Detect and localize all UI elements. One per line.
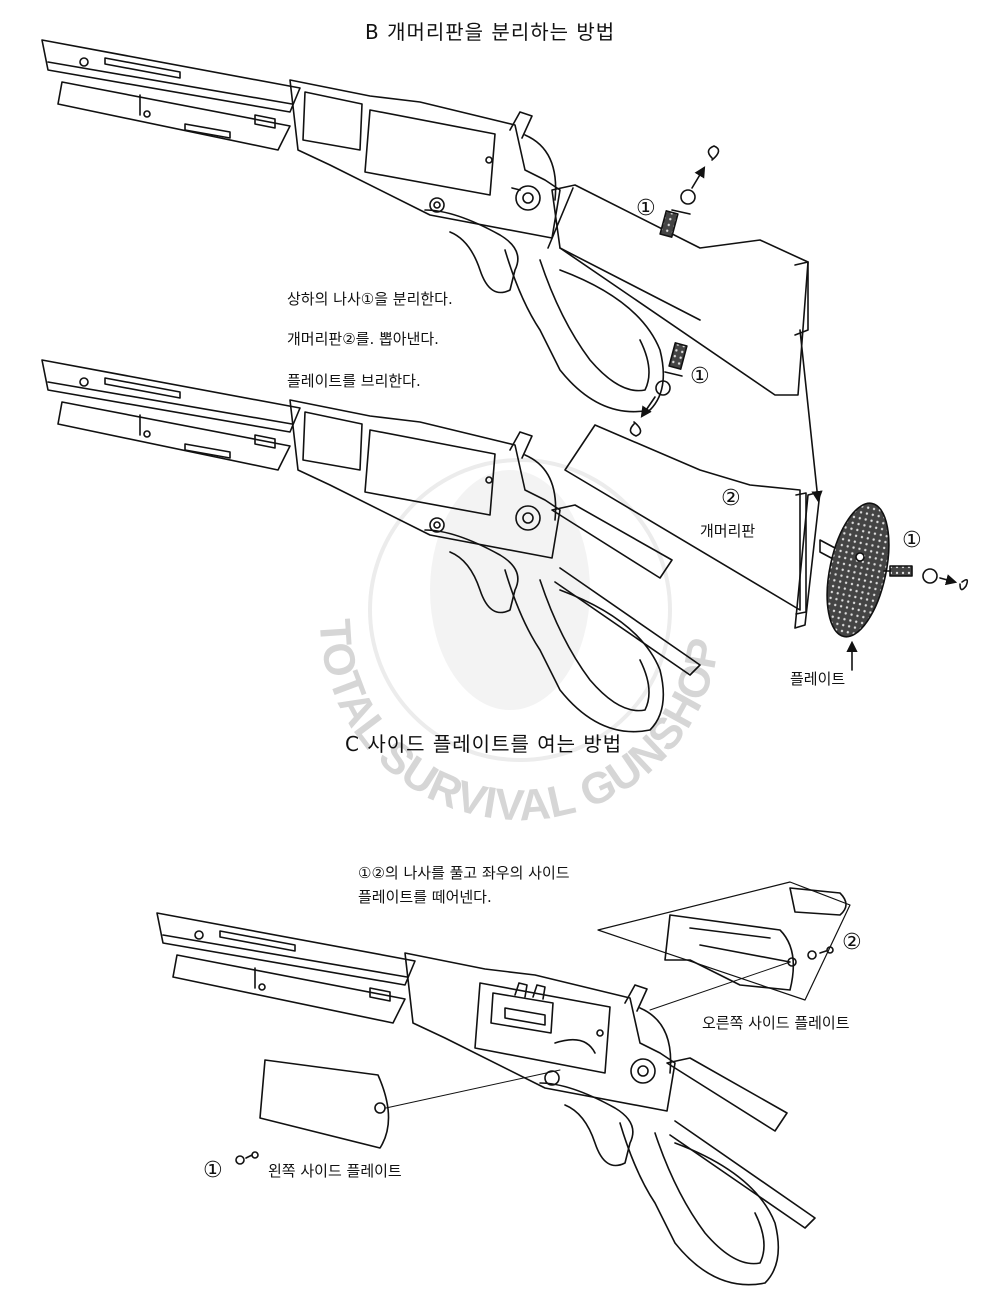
rifle-2 bbox=[41, 359, 701, 733]
callout-lower-screw: ① bbox=[690, 364, 710, 389]
step-2-text: 개머리판②를. 뽑아낸다. bbox=[287, 330, 439, 348]
right-plate-label: 오른쪽 사이드 플레이트 bbox=[702, 1014, 850, 1032]
callout-left-plate-num: ① bbox=[203, 1158, 223, 1183]
left-side-plate bbox=[259, 1059, 390, 1149]
rifle-3 bbox=[156, 912, 816, 1286]
plate-label: 플레이트 bbox=[790, 670, 846, 688]
step-3-text: 플레이트를 브리한다. bbox=[287, 372, 421, 390]
detached-stock bbox=[564, 424, 807, 615]
right-side-plate bbox=[597, 881, 851, 1001]
callout-stock-num: ② bbox=[721, 486, 741, 511]
lower-screw-group bbox=[629, 342, 688, 437]
left-plate-screw bbox=[235, 1151, 259, 1165]
leader-stock-plate bbox=[799, 329, 823, 503]
right-plate-screw bbox=[807, 946, 834, 960]
callout-right-plate-num: ② bbox=[842, 930, 862, 955]
stock-label: 개머리판 bbox=[700, 522, 756, 540]
leader-right-plate bbox=[649, 961, 791, 1011]
step-1-text: 상하의 나사①을 분리한다. bbox=[287, 290, 453, 308]
section-c-title: C 사이드 플레이트를 여는 방법 bbox=[345, 732, 623, 756]
section-c-instruction-2: 플레이트를 떼어넨다. bbox=[358, 888, 492, 906]
upper-screw-group bbox=[659, 145, 720, 238]
leader-left-plate bbox=[385, 1069, 561, 1109]
left-plate-label: 왼쪽 사이드 플레이트 bbox=[268, 1162, 402, 1180]
callout-upper-screw: ① bbox=[636, 196, 656, 221]
plate-screw-group bbox=[883, 565, 969, 591]
rifle-1 bbox=[41, 39, 809, 413]
plate-disc bbox=[826, 502, 890, 638]
callout-plate-screw: ① bbox=[902, 528, 922, 553]
section-b-title: B 개머리판을 분리하는 방법 bbox=[365, 20, 616, 44]
section-c-instruction-1: ①②의 나사를 풀고 좌우의 사이드 bbox=[358, 864, 570, 882]
